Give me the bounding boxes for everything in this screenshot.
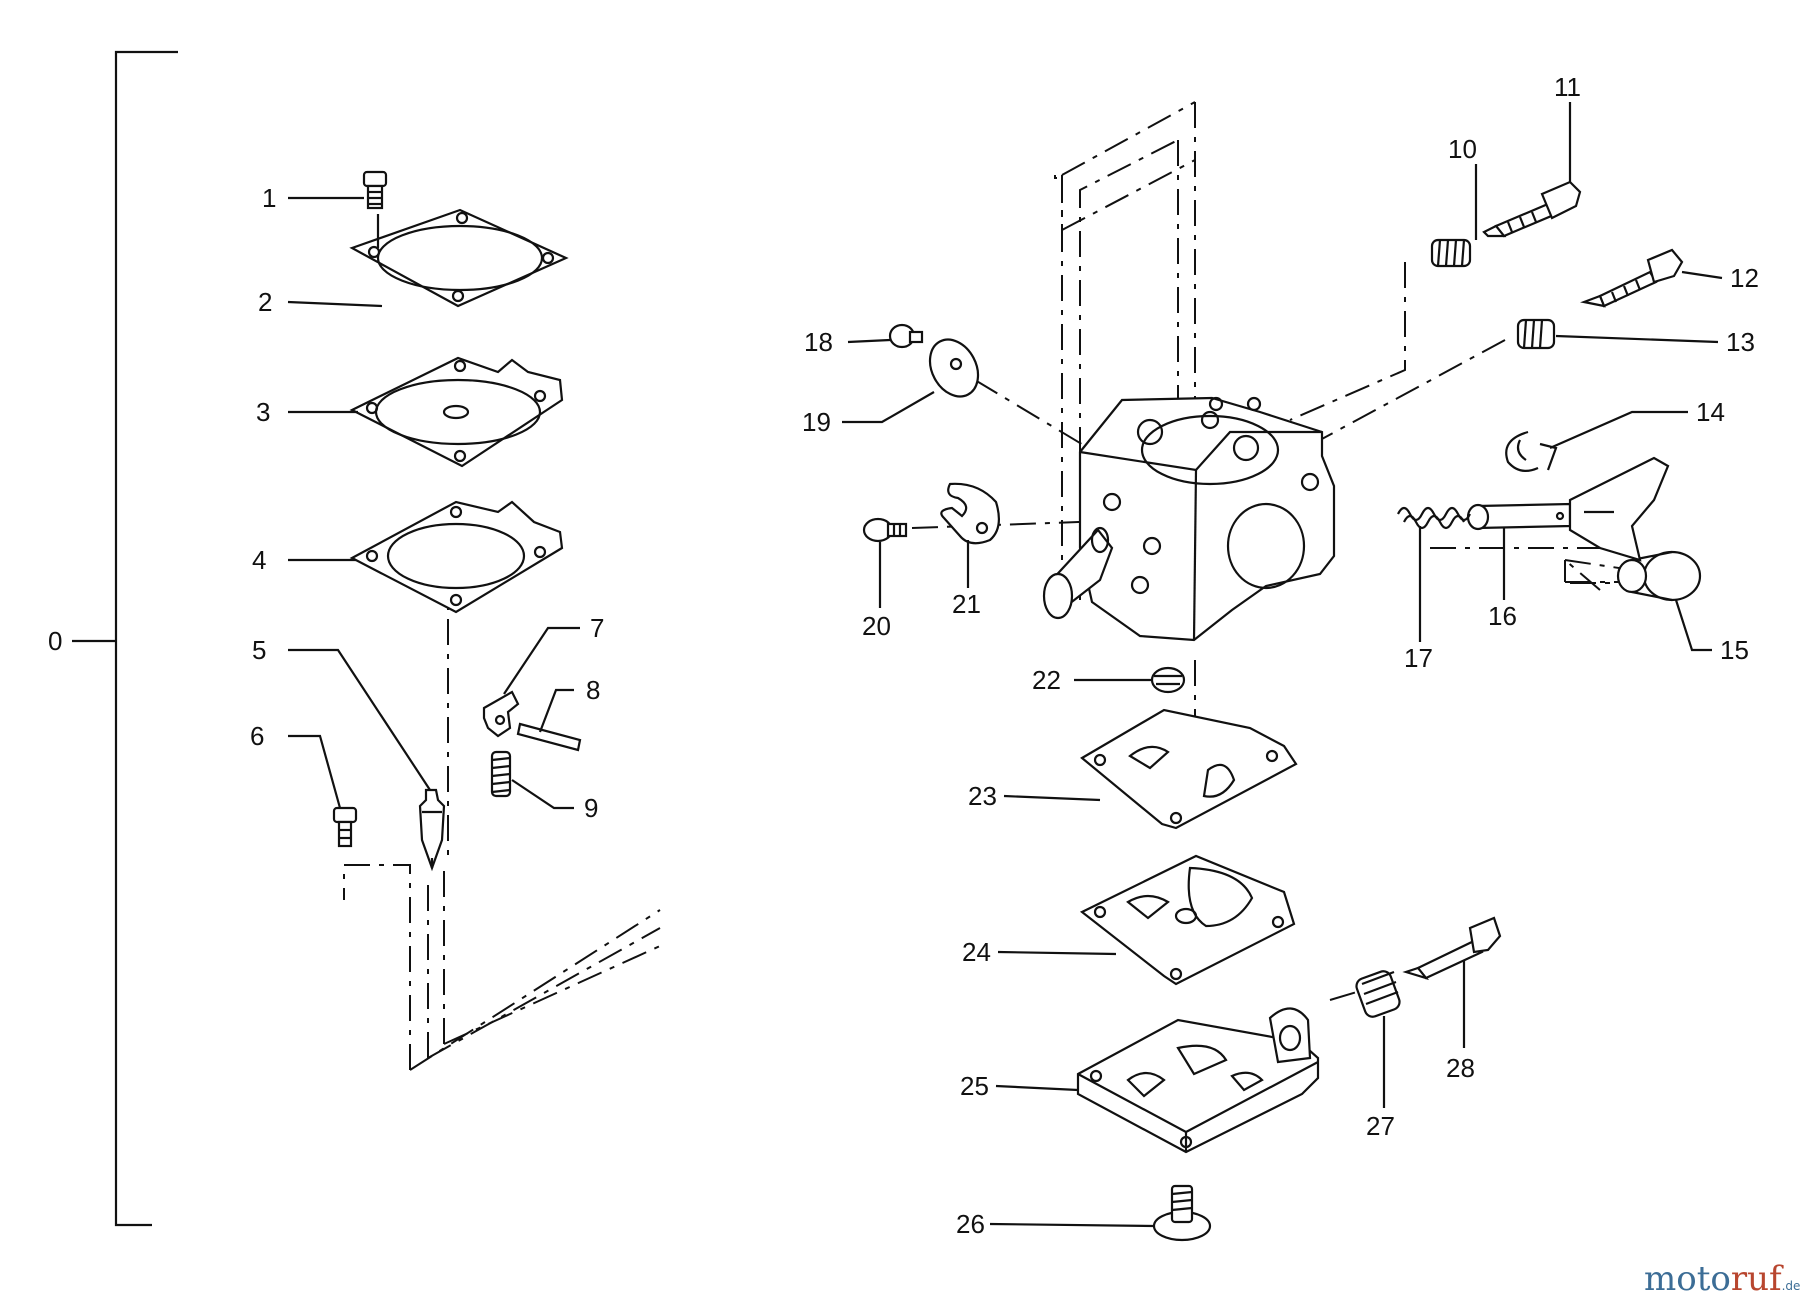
- callout-10: 10: [1448, 134, 1477, 164]
- part-8-lever-pin: [516, 722, 582, 752]
- part-12-adjust-screw: [1580, 248, 1684, 308]
- part-27-spring: [1355, 970, 1401, 1018]
- part-18-screw: [888, 323, 924, 349]
- part-21-bracket: [940, 482, 1001, 545]
- svg-text:motoruf.de: motoruf.de: [1644, 1259, 1800, 1299]
- callout-17: 17: [1404, 643, 1433, 673]
- callout-14: 14: [1696, 397, 1725, 427]
- callout-24: 24: [962, 937, 991, 967]
- part-26-screw: [1152, 1184, 1212, 1242]
- part-10-spring: [1430, 238, 1472, 268]
- part-22-filter-screen: [1150, 666, 1186, 694]
- callout-22: 22: [1032, 665, 1061, 695]
- part-7-needle-lever: [482, 690, 520, 738]
- callout-11: 11: [1554, 72, 1581, 102]
- callout-1: 1: [262, 183, 276, 213]
- callout-8: 8: [586, 675, 600, 705]
- carburetor-body: [1042, 396, 1336, 642]
- part-14-e-clip: [1505, 430, 1558, 473]
- callout-6: 6: [250, 721, 264, 751]
- watermark-part2: ruf: [1731, 1259, 1784, 1299]
- callout-19: 19: [802, 407, 831, 437]
- part-11-adjust-screw: [1482, 180, 1582, 238]
- callout-13: 13: [1726, 327, 1755, 357]
- watermark-part1: moto: [1644, 1259, 1731, 1299]
- callout-15: 15: [1720, 635, 1749, 665]
- watermark-suffix: .de: [1782, 1279, 1800, 1293]
- part-24-pump-diaphragm: [1079, 854, 1296, 986]
- part-15-lever-nut: [1616, 550, 1702, 602]
- callout-4: 4: [252, 545, 266, 575]
- part-28-adjust-screw: [1402, 916, 1502, 981]
- part-6-screw: [332, 806, 358, 848]
- part-17-return-spring: [1397, 506, 1471, 530]
- motoruf-watermark: motoruf.de: [1644, 1259, 1800, 1299]
- callout-23: 23: [968, 781, 997, 811]
- part-23-gasket: [1080, 708, 1298, 830]
- callout-labels: 0 1 2 3 4 5 6 7 8 9 10 11 12 13 14 15 16…: [48, 72, 1759, 1239]
- leader-lines: [287, 102, 1723, 1228]
- part-1-screw: [362, 170, 388, 210]
- callout-7: 7: [590, 613, 604, 643]
- callout-16: 16: [1488, 601, 1517, 631]
- part-25-pump-cover: [1076, 1007, 1320, 1154]
- part-13-spring: [1516, 318, 1556, 350]
- part-19-washer: [928, 338, 980, 398]
- callout-18: 18: [804, 327, 833, 357]
- callout-25: 25: [960, 1071, 989, 1101]
- callout-26: 26: [956, 1209, 985, 1239]
- callout-3: 3: [256, 397, 270, 427]
- callout-9: 9: [584, 793, 598, 823]
- callout-2: 2: [258, 287, 272, 317]
- part-5-inlet-needle: [418, 788, 446, 872]
- callout-0: 0: [48, 626, 62, 656]
- callout-12: 12: [1730, 263, 1759, 293]
- callout-5: 5: [252, 635, 266, 665]
- callout-27: 27: [1366, 1111, 1395, 1141]
- callout-28: 28: [1446, 1053, 1475, 1083]
- part-4-gasket: [349, 500, 564, 614]
- part-2-cover-plate: [349, 208, 569, 308]
- assembly-guide-lines: [343, 101, 1701, 1230]
- callout-21: 21: [952, 589, 981, 619]
- part-9-spring: [490, 750, 512, 798]
- part-3-metering-diaphragm: [349, 356, 564, 468]
- callout-20: 20: [862, 611, 891, 641]
- part-16-throttle-shaft: [1466, 456, 1670, 562]
- assembly-bracket: [72, 50, 178, 1227]
- part-20-screw: [862, 517, 908, 543]
